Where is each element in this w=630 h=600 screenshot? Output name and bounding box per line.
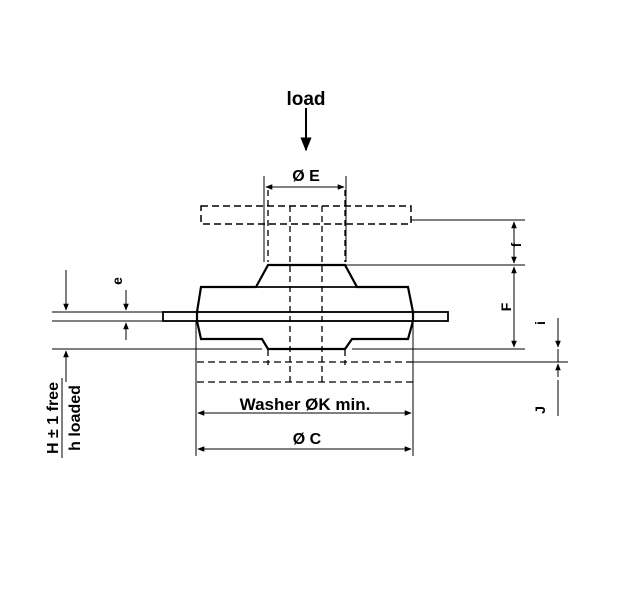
base-flange — [162, 311, 449, 322]
i-label: i — [532, 321, 548, 325]
f-large-label: F — [498, 302, 514, 311]
h-loaded-label: h loaded — [67, 385, 84, 451]
extension-lines-bottom — [195, 321, 414, 456]
stud-hidden-lines — [267, 190, 346, 382]
reference-lines-right — [345, 219, 568, 363]
f-small-label: f — [508, 242, 524, 247]
j-label: J — [532, 406, 548, 414]
reference-lines-left — [52, 311, 262, 350]
loaded-lower-outline — [197, 349, 413, 383]
dia-c-label: Ø C — [293, 431, 322, 448]
dia-e-label: Ø E — [292, 168, 320, 185]
loaded-plate-outline — [200, 205, 412, 225]
h-free-label: H ± 1 free — [45, 382, 62, 454]
e-label: e — [109, 277, 125, 285]
mount-body — [195, 263, 415, 351]
dimension-dia-e — [263, 176, 347, 262]
washer-label: Washer ØK min. — [240, 395, 371, 414]
load-label: load — [286, 89, 325, 110]
